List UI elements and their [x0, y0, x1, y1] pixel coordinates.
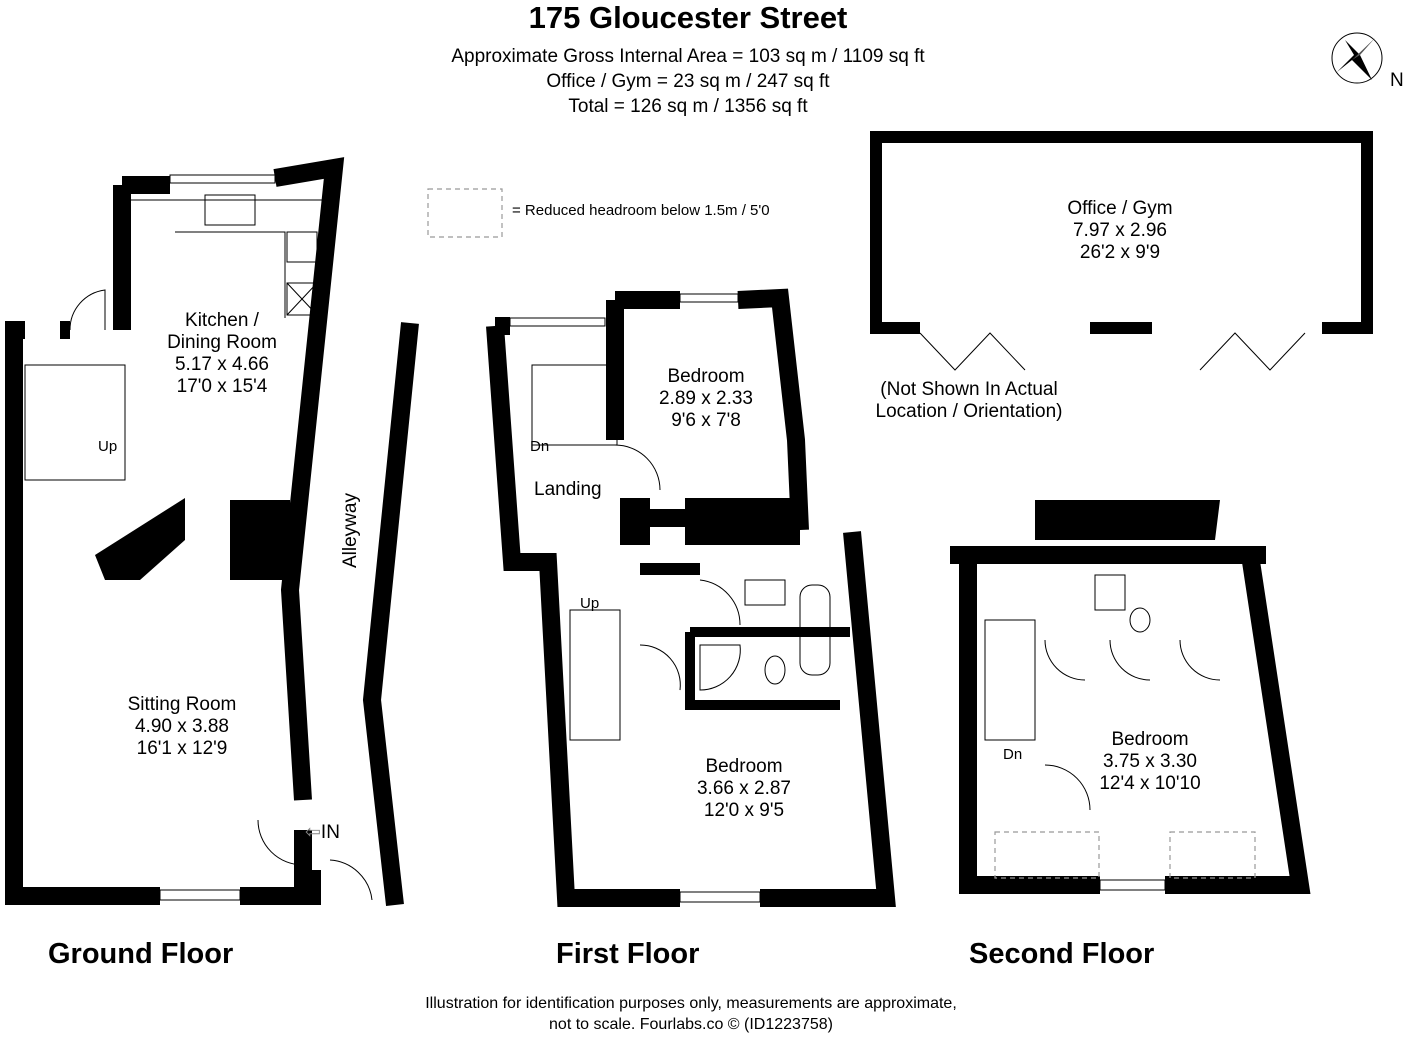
second-stairs-down-label: Dn: [1003, 746, 1023, 763]
office-note-1: (Not Shown In Actual: [880, 379, 1058, 400]
bedroom1-imperial: 9'6 x 7'8: [671, 409, 741, 431]
kitchen-metric: 5.17 x 4.66: [174, 353, 270, 375]
second-bedroom-metric: 3.75 x 3.30: [1102, 750, 1198, 772]
office-metric: 7.97 x 2.96: [1072, 219, 1168, 241]
kitchen-imperial: 17'0 x 15'4: [176, 375, 268, 397]
compass-north-label: N: [1390, 70, 1404, 91]
sitting-room-label: Sitting Room 4.90 x 3.88 16'1 x 12'9: [128, 694, 237, 760]
disclaimer-line-1: Illustration for identification purposes…: [425, 995, 957, 1012]
reduced-headroom-legend-swatch: [427, 188, 503, 238]
bedroom2-name: Bedroom: [705, 756, 783, 777]
ground-stairs-up-label: Up: [98, 438, 118, 455]
office-area-text: Office / Gym = 23 sq m / 247 sq ft: [546, 71, 830, 92]
second-bedroom-imperial: 12'4 x 10'10: [1099, 772, 1201, 794]
second-bedroom-label: Bedroom 3.75 x 3.30 12'4 x 10'10: [1099, 729, 1200, 795]
landing-label: Landing: [534, 479, 602, 500]
office-walls: [870, 131, 1373, 334]
first-bedroom-2-label: Bedroom 3.66 x 2.87 12'0 x 9'5: [697, 756, 791, 822]
ground-floor-title: Ground Floor: [48, 938, 234, 970]
office-note-2: Location / Orientation): [875, 400, 1063, 422]
second-floor-walls: [950, 546, 1311, 894]
office-name: Office / Gym: [1067, 198, 1173, 219]
headroom-legend-text: = Reduced headroom below 1.5m / 5'0: [512, 202, 770, 219]
first-floor-walls: [486, 288, 896, 907]
page-title: 175 Gloucester Street: [528, 0, 848, 35]
sitting-metric: 4.90 x 3.88: [134, 715, 230, 737]
office-label: Office / Gym 7.97 x 2.96 26'2 x 9'9: [1067, 198, 1172, 264]
bedroom2-metric: 3.66 x 2.87: [696, 777, 792, 799]
first-bedroom-1-label: Bedroom 2.89 x 2.33 9'6 x 7'8: [659, 366, 753, 432]
first-stairs-down-label: Dn: [530, 438, 550, 455]
first-stairs-up-label: Up: [580, 595, 600, 612]
first-floor-title: First Floor: [556, 938, 700, 970]
kitchen-name-1: Kitchen /: [185, 310, 259, 331]
bedroom1-metric: 2.89 x 2.33: [658, 387, 754, 409]
ground-floor-walls: [5, 157, 419, 907]
office-note: (Not Shown In Actual Location / Orientat…: [876, 379, 1063, 423]
kitchen-label: Kitchen / Dining Room 5.17 x 4.66 17'0 x…: [167, 310, 277, 397]
total-area-text: Total = 126 sq m / 1356 sq ft: [568, 96, 808, 117]
sitting-imperial: 16'1 x 12'9: [136, 737, 228, 759]
second-bedroom-name: Bedroom: [1111, 729, 1189, 750]
kitchen-name-2: Dining Room: [167, 331, 277, 353]
compass-icon: [1331, 32, 1383, 84]
second-floor-title: Second Floor: [969, 938, 1155, 970]
bedroom1-name: Bedroom: [667, 366, 745, 387]
gross-area-text: Approximate Gross Internal Area = 103 sq…: [451, 46, 925, 67]
disclaimer-line-2: not to scale. Fourlabs.co © (ID1223758): [549, 1016, 833, 1033]
office-imperial: 26'2 x 9'9: [1079, 241, 1161, 263]
alleyway-label: Alleyway: [340, 493, 361, 568]
entrance-label: ⇦IN: [305, 822, 340, 843]
sitting-name: Sitting Room: [127, 694, 237, 715]
entrance-text: IN: [320, 822, 340, 843]
bedroom2-imperial: 12'0 x 9'5: [703, 799, 785, 821]
